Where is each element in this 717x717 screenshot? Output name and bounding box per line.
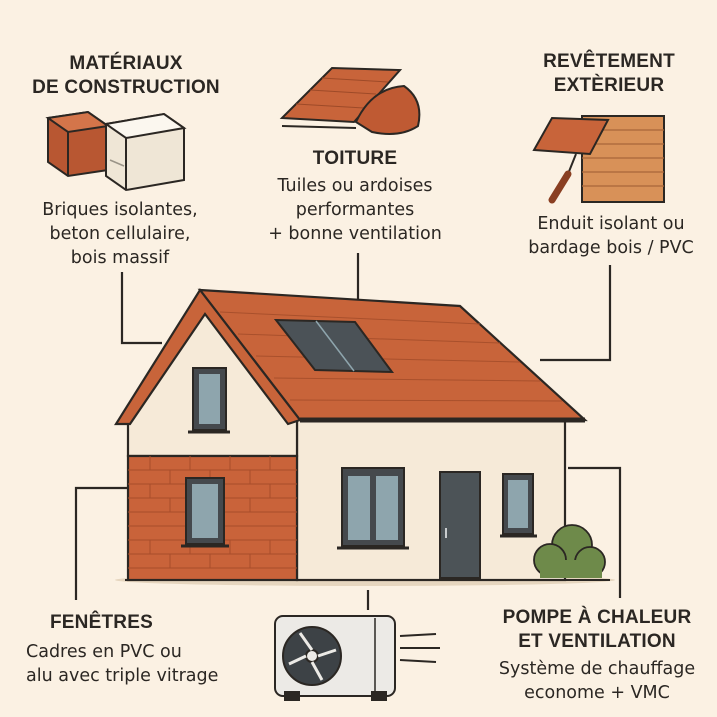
materials-description: Briques isolantes, beton cellulaire, boi… xyxy=(42,200,198,268)
front-door xyxy=(439,471,481,579)
roof-label: TOITURE Tuiles ou ardoises performantes … xyxy=(250,147,460,246)
connector-materials xyxy=(120,272,162,345)
roof-description: Tuiles ou ardoises performantes + bonne … xyxy=(268,176,442,244)
skylight xyxy=(273,318,395,374)
cladding-title: REVÊTEMENT EXTÈRIEUR xyxy=(543,51,675,96)
materials-title: MATÉRIAUX DE CONSTRUCTION xyxy=(32,53,220,98)
materials-label: MATÉRIAUX DE CONSTRUCTION xyxy=(10,52,242,100)
heatpump-title: POMPE À CHALEUR ET VENTILATION xyxy=(502,607,692,652)
connector-heatpump xyxy=(568,466,622,598)
connector-windows xyxy=(74,486,128,600)
heatpump-label: POMPE À CHALEUR ET VENTILATION Système d… xyxy=(482,606,712,705)
windows-title: FENÊTRES xyxy=(50,612,153,633)
cladding-description: Enduit isolant ou bardage bois / PVC xyxy=(528,214,694,258)
bush xyxy=(533,524,606,578)
trowel-cladding-icon xyxy=(532,115,665,204)
cladding-label: REVÊTEMENT EXTÈRIEUR xyxy=(505,50,713,98)
connector-lines xyxy=(74,253,622,610)
heat-pump-icon xyxy=(274,615,440,701)
heatpump-description: Système de chauffage econome + VMC xyxy=(498,659,696,703)
windows-description: Cadres en PVC ou alu avec triple vitrage xyxy=(26,642,219,686)
roof-tiles-icon xyxy=(279,66,421,135)
house xyxy=(114,288,610,582)
connector-cladding xyxy=(540,265,612,362)
bricks-icon xyxy=(45,110,187,192)
windows-label: FENÊTRES xyxy=(50,611,280,635)
roof-tile-rows xyxy=(219,311,563,402)
roof-title: TOITURE xyxy=(312,148,398,169)
